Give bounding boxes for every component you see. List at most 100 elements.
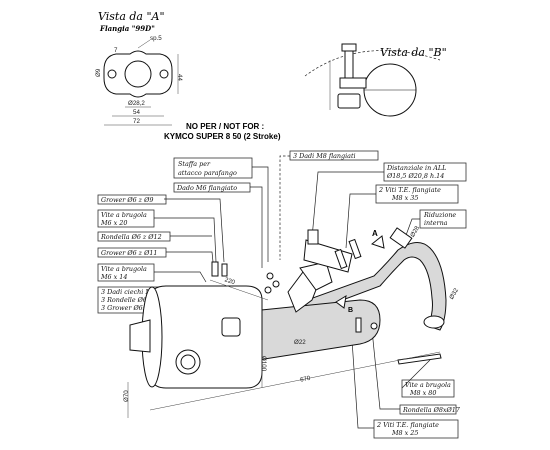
- labels-middle: Staffa per attacco parafango Dado M6 fla…: [173, 150, 379, 193]
- box-viti-te-bot: [373, 419, 459, 439]
- header-line1: NO PER / NOT FOR :: [186, 122, 264, 131]
- label-viti-te-bot-l1: 2 Viti T.E. flangiate: [376, 421, 439, 429]
- label-rondella12: Rondella Ø6 z Ø12: [100, 233, 162, 241]
- flange-bore: [124, 60, 152, 88]
- clamp-bolt: [344, 49, 354, 79]
- label-riduzione-l1: Riduzione: [423, 211, 456, 219]
- bolt-top-2: [348, 238, 362, 260]
- leader-riduzione: [404, 218, 420, 239]
- label-dadi-ciechi-l1: 3 Dadi ciechi M6: [101, 288, 156, 296]
- arrow-b-label: B: [348, 307, 353, 314]
- flange-hole-left: [107, 69, 117, 79]
- clamp-tab: [339, 77, 367, 89]
- leader-tre-dadi-m8: [279, 155, 290, 260]
- label-rondella17: Rondella Ø8xØ17: [402, 406, 461, 414]
- label-viti-te-top-l2: M8 x 35: [391, 194, 418, 202]
- dim-282: Ø28,2: [128, 100, 145, 107]
- label-vite-m8x80-l2: M8 x 80: [409, 389, 436, 397]
- clamp-bracket: [337, 93, 361, 109]
- leader-dado-m6: [250, 186, 263, 268]
- washer-17: [370, 322, 378, 330]
- clamp-bolt-head: [341, 43, 357, 52]
- dim-670: 670: [300, 375, 312, 384]
- leader-vite-m6x20: [154, 217, 217, 263]
- label-vite-m8x80-l1: Vite a brugola: [405, 381, 451, 389]
- view-a: Vista da "A" Flangia "99D" sp.5 Ø9 7 44 …: [95, 10, 183, 126]
- screw-m6x20: [211, 261, 219, 277]
- header-line2: KYMCO SUPER 8 50 (2 Stroke): [164, 132, 281, 141]
- view-a-subtitle: Flangia "99D": [99, 24, 155, 33]
- leader-grower9: [164, 198, 225, 263]
- label-grower9: Grower Ø6 z Ø9: [101, 196, 153, 204]
- box-rondella12: [97, 231, 171, 242]
- leader-staffa: [252, 166, 269, 262]
- box-vite-m8x80: [401, 379, 455, 398]
- label-vite-m6x20-l2: M6 x 20: [100, 219, 127, 227]
- pipe-clamp: [423, 315, 445, 329]
- bolt-m8x80: [397, 353, 442, 365]
- box-dado-m6: [173, 182, 251, 193]
- dim-d32: Ø32: [448, 287, 460, 301]
- dim-sp-leader: [137, 39, 151, 49]
- box-grower11: [97, 247, 167, 258]
- dim-54: 54: [133, 109, 140, 116]
- dim-72: 72: [133, 118, 140, 125]
- dim-d70: Ø70: [123, 390, 130, 402]
- screw-m8x25: [355, 317, 362, 333]
- labels-left: Grower Ø6 z Ø9 Vite a brugola M6 x 20 Ro…: [97, 194, 171, 314]
- label-dadi-ciechi-l2: 3 Rondelle Ø6zØ12: [101, 296, 164, 304]
- leader-vite-m6x14: [154, 271, 207, 283]
- view-b-arc: [304, 50, 441, 77]
- dim-44: 44: [176, 74, 183, 81]
- screw-m6x14: [221, 263, 228, 277]
- dim-670-line: [149, 351, 441, 411]
- label-distanziale-l1: Distanziale in ALL: [386, 164, 446, 172]
- dim-sp5: sp.5: [150, 35, 162, 42]
- leader-rondella17: [371, 329, 400, 410]
- label-riduzione-l2: interna: [424, 219, 448, 227]
- dim-7: 7: [114, 47, 118, 54]
- dim-d28: Ø28: [409, 224, 421, 238]
- label-viti-te-top-l1: 2 Viti T.E. flangiate: [378, 186, 441, 194]
- leader-vite-m8x80: [401, 359, 431, 389]
- head-flange: [389, 227, 413, 249]
- arrow-a: [370, 235, 385, 249]
- arrow-b: [335, 295, 347, 309]
- box-vite-m6x14: [97, 263, 155, 282]
- overall-dims: 220 670 Ø100 Ø22 Ø70: [123, 276, 441, 418]
- head-pipe: [295, 242, 447, 331]
- nut-3: [264, 286, 272, 294]
- bolt-top-1: [334, 248, 348, 270]
- dim-220-line: [209, 279, 269, 301]
- end-tip: [129, 319, 151, 353]
- box-staffa: [173, 157, 253, 179]
- label-viti-te-bot-l2: M8 x 25: [391, 429, 418, 437]
- exhaust-parts: Ø28 Ø32 A B: [129, 224, 460, 389]
- view-b: Vista da "B": [304, 43, 447, 117]
- arrow-a-label: A: [372, 229, 378, 238]
- dim-d22: Ø22: [294, 339, 306, 346]
- brand-logo-square: [221, 317, 241, 337]
- box-grower9: [97, 194, 167, 205]
- dim-220: 220: [224, 276, 237, 286]
- box-vite-m6x20: [97, 209, 155, 228]
- label-tre-dadi-m8: 3 Dadi M8 flangiati: [293, 152, 356, 160]
- label-grower11: Grower Ø6 z Ø11: [101, 249, 157, 257]
- label-vite-m6x14-l2: M6 x 14: [100, 273, 127, 281]
- nut-2: [272, 280, 280, 288]
- leader-viti-te-top: [345, 193, 376, 249]
- label-vite-m6x20-l1: Vite a brugola: [101, 211, 147, 219]
- labels-right: Distanziale in ALL Ø18,5 Ø20,8 h.14 2 Vi…: [373, 162, 467, 439]
- leader-grower11: [166, 251, 215, 273]
- box-rondella17: [399, 404, 457, 415]
- label-staffa-l2: attacco parafango: [178, 169, 237, 177]
- view-a-title: Vista da "A": [98, 10, 165, 23]
- model-header: NO PER / NOT FOR : KYMCO SUPER 8 50 (2 S…: [164, 122, 281, 141]
- dim-phi9: Ø9: [95, 68, 102, 77]
- silencer-can: [149, 285, 263, 389]
- label-distanziale-l2: Ø18,5 Ø20,8 h.14: [386, 172, 444, 180]
- view-b-title: Vista da "B": [380, 46, 447, 59]
- box-tre-dadi-m8: [289, 150, 379, 161]
